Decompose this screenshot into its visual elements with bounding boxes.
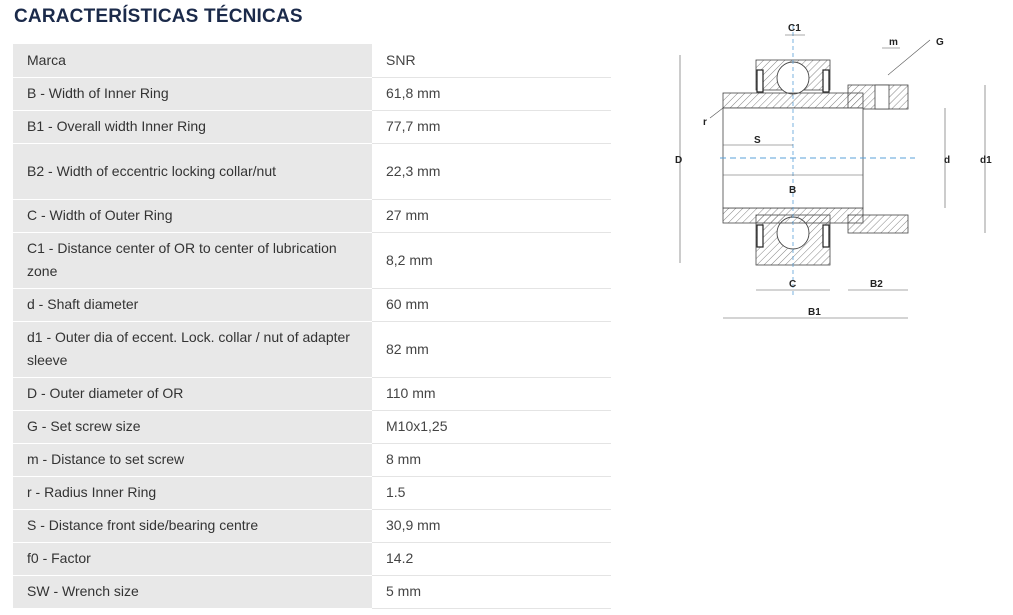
spec-label: f0 - Factor [13,542,372,576]
spec-value: 60 mm [372,288,611,322]
spec-value: 27 mm [372,199,611,233]
spec-value: 82 mm [372,321,611,378]
spec-label: SW - Wrench size [13,575,372,609]
spec-value: 22,3 mm [372,143,611,200]
label-b2: B2 [870,279,883,290]
spec-value: 30,9 mm [372,509,611,543]
spec-value: 1.5 [372,476,611,510]
label-g: G [936,37,944,48]
spec-value: 110 mm [372,377,611,411]
collar-bottom [847,214,909,234]
spec-label: d - Shaft diameter [13,288,372,322]
spec-value: 5 mm [372,575,611,609]
spec-value: 14.2 [372,542,611,576]
spec-label: C1 - Distance center of OR to center of … [13,232,372,289]
label-b1: B1 [808,307,821,318]
spec-label: D - Outer diameter of OR [13,377,372,411]
spec-value: 8 mm [372,443,611,477]
label-b: B [789,185,796,196]
spec-label: C - Width of Outer Ring [13,199,372,233]
set-screw [874,84,890,110]
spec-label: r - Radius Inner Ring [13,476,372,510]
label-c: C [789,279,796,290]
table-row: C1 - Distance center of OR to center of … [13,232,611,289]
spec-value: M10x1,25 [372,410,611,444]
bearing-diagram: C1 m G r S D d d1 B C B2 B1 [675,23,992,319]
label-m: m [889,37,898,48]
spec-label: m - Distance to set screw [13,443,372,477]
label-r: r [703,117,707,128]
label-D: D [675,155,682,166]
label-d1: d1 [980,155,992,166]
spec-label: G - Set screw size [13,410,372,444]
table-row: B2 - Width of eccentric locking collar/n… [13,143,611,200]
spec-value: 8,2 mm [372,232,611,289]
spec-label: d1 - Outer dia of eccent. Lock. collar /… [13,321,372,378]
label-s: S [754,135,761,146]
spec-label: B1 - Overall width Inner Ring [13,110,372,144]
label-d: d [944,155,950,166]
spec-value: 77,7 mm [372,110,611,144]
spec-value: SNR [372,44,611,78]
label-c1: C1 [788,23,801,34]
page-title: CARACTERÍSTICAS TÉCNICAS [14,6,303,27]
spec-label: B2 - Width of eccentric locking collar/n… [13,143,372,200]
spec-label: B - Width of Inner Ring [13,77,372,111]
spec-label: Marca [13,44,372,78]
spec-value: 61,8 mm [372,77,611,111]
table-row: d1 - Outer dia of eccent. Lock. collar /… [13,321,611,378]
spec-label: S - Distance front side/bearing centre [13,509,372,543]
